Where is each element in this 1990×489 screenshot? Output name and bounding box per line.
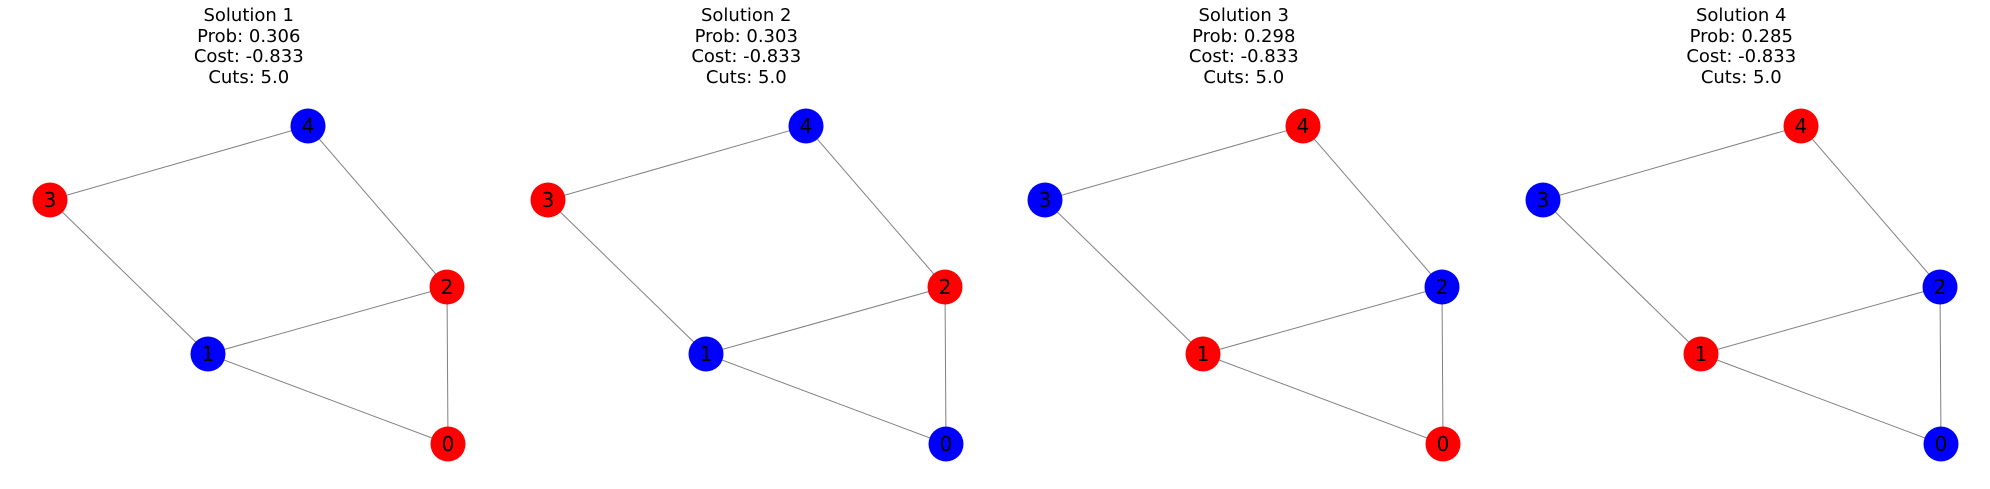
panel-title-block-2: Solution 2 Prob: 0.303 Cost: -0.833 Cuts… (498, 5, 996, 89)
graph-node-1 (688, 336, 723, 372)
graph-node-label-1: 1 (1197, 342, 1210, 366)
graph-edge-3-4 (49, 125, 309, 201)
graph-edge-2-0 (446, 286, 449, 445)
panel-cuts: Cuts: 5.0 (705, 67, 787, 89)
graph-edge-3-4 (1044, 125, 1304, 201)
graph-edge-3-1 (1044, 199, 1204, 355)
graph-edge-4-2 (1302, 125, 1443, 288)
panel-title: Solution 2 (700, 5, 792, 26)
graph-node-label-0: 0 (1437, 432, 1450, 456)
graph-edge-4-2 (307, 125, 448, 288)
graph-edge-1-0 (705, 353, 946, 445)
graph-edge-3-1 (1542, 199, 1701, 355)
graph-edge-1-0 (207, 353, 449, 445)
graph-node-label-2: 2 (938, 275, 951, 299)
graph-node-0 (1923, 426, 1958, 462)
graph-node-label-4: 4 (799, 114, 812, 138)
panel-cuts: Cuts: 5.0 (208, 67, 290, 89)
graph-edge-2-0 (1939, 286, 1941, 445)
graph-edge-3-1 (49, 199, 209, 355)
graph-node-label-1: 1 (1694, 342, 1707, 366)
graph-edge-3-4 (1542, 125, 1801, 201)
panel-cost: Cost: -0.833 (1188, 46, 1299, 68)
panel-cost: Cost: -0.833 (691, 46, 802, 68)
graph-edge-3-4 (547, 125, 806, 201)
graph-node-4 (788, 108, 823, 144)
solution-panel-4: Solution 4 Prob: 0.285 Cost: -0.833 Cuts… (1493, 0, 1990, 489)
graph-edge-1-0 (1202, 353, 1444, 445)
graph-node-4 (1783, 108, 1818, 144)
graph-edge-4-2 (1800, 125, 1940, 288)
graph-node-label-4: 4 (1297, 114, 1310, 138)
graph-node-label-1: 1 (202, 342, 215, 366)
panel-title: Solution 4 (1695, 5, 1787, 26)
panel-cost: Cost: -0.833 (193, 46, 304, 68)
panel-prob: Prob: 0.306 (197, 25, 301, 47)
graph-node-4 (1285, 108, 1321, 144)
graph-node-label-2: 2 (1933, 275, 1946, 299)
panel-title-block-1: Solution 1 Prob: 0.306 Cost: -0.833 Cuts… (0, 5, 498, 89)
graph-edge-1-2 (705, 286, 945, 355)
graph-edge-2-0 (944, 286, 946, 445)
graph-node-0 (1425, 426, 1461, 462)
solution-panel-3: Solution 3 Prob: 0.298 Cost: -0.833 Cuts… (995, 0, 1493, 489)
graph-edge-4-2 (805, 125, 945, 288)
graph-node-label-3: 3 (44, 188, 57, 212)
graph-node-2 (1424, 269, 1460, 305)
graph-node-label-2: 2 (1436, 275, 1449, 299)
panel-title-block-3: Solution 3 Prob: 0.298 Cost: -0.833 Cuts… (995, 5, 1493, 89)
graph-node-1 (1683, 336, 1718, 372)
graph-node-3 (1525, 182, 1560, 218)
graph-node-label-4: 4 (1794, 114, 1807, 138)
panel-title: Solution 3 (1198, 5, 1289, 26)
solution-panel-2: Solution 2 Prob: 0.303 Cost: -0.833 Cuts… (498, 0, 996, 489)
graph-node-2 (429, 269, 465, 305)
panel-title-block-4: Solution 4 Prob: 0.285 Cost: -0.833 Cuts… (1493, 5, 1990, 89)
graph-edge-1-2 (207, 286, 448, 355)
panel-cost: Cost: -0.833 (1686, 46, 1797, 68)
graph-node-label-4: 4 (302, 114, 315, 138)
graph-node-3 (1027, 182, 1063, 218)
graph-edge-3-1 (547, 199, 706, 355)
graph-node-label-0: 0 (442, 432, 455, 456)
graph-node-2 (927, 269, 962, 305)
graph-node-label-3: 3 (1039, 188, 1052, 212)
graph-node-2 (1922, 269, 1957, 305)
panel-prob: Prob: 0.298 (1192, 25, 1296, 47)
graph-node-1 (190, 336, 226, 372)
graph-node-4 (290, 108, 326, 144)
graph-node-1 (1185, 336, 1221, 372)
graph-node-0 (430, 426, 466, 462)
graph-node-label-3: 3 (1536, 188, 1549, 212)
graph-node-label-2: 2 (441, 275, 454, 299)
graph-canvas-4: 0 1 2 3 4 (1525, 108, 1958, 462)
graph-node-3 (32, 182, 68, 218)
graph-edge-1-2 (1700, 286, 1940, 355)
graph-edge-2-0 (1441, 286, 1444, 445)
graph-node-label-3: 3 (541, 188, 554, 212)
panel-prob: Prob: 0.285 (1689, 25, 1793, 47)
panel-title: Solution 1 (203, 5, 294, 26)
graph-canvas-1: 0 1 2 3 4 (32, 108, 466, 462)
graph-node-label-0: 0 (939, 432, 952, 456)
panel-cuts: Cuts: 5.0 (1203, 67, 1285, 89)
panel-cuts: Cuts: 5.0 (1700, 67, 1782, 89)
graph-edge-1-0 (1700, 353, 1941, 445)
graph-canvas-3: 0 1 2 3 4 (1027, 108, 1461, 462)
panel-prob: Prob: 0.303 (694, 25, 798, 47)
graph-canvas-2: 0 1 2 3 4 (530, 108, 963, 462)
graph-edge-1-2 (1202, 286, 1443, 355)
graph-node-label-0: 0 (1934, 432, 1947, 456)
graph-node-0 (928, 426, 963, 462)
graph-node-label-1: 1 (699, 342, 712, 366)
solution-panel-1: Solution 1 Prob: 0.306 Cost: -0.833 Cuts… (0, 0, 498, 489)
graph-node-3 (530, 182, 565, 218)
